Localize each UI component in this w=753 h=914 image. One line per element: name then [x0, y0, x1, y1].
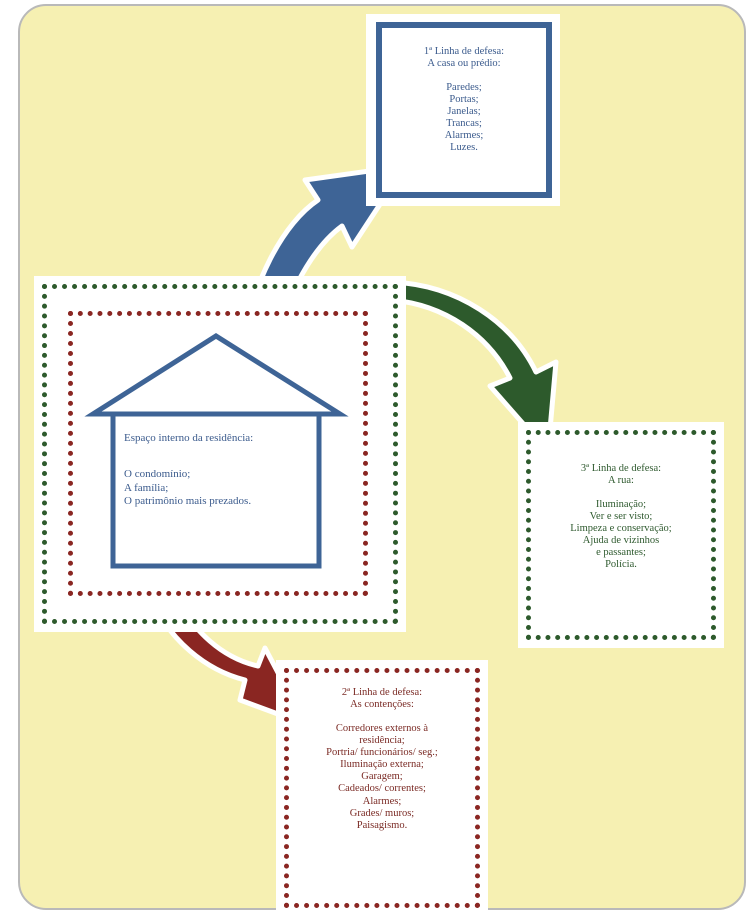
line1-item: Janelas; — [447, 106, 481, 118]
line1-item: Paredes; — [446, 82, 482, 94]
line2-item: residência; — [359, 735, 405, 747]
line3-subheading: A rua: — [608, 475, 634, 487]
line2-item: Alarmes; — [362, 795, 402, 807]
line3-item: Polícia. — [605, 559, 637, 571]
house-item: O condomínio; — [124, 467, 191, 480]
line2-heading: 2ª Linha de defesa: — [341, 687, 423, 698]
line3-item: Ver e ser visto; — [589, 511, 653, 523]
line1-box: 1ª Linha de defesa: A casa ou prédio: Pa… — [376, 22, 552, 198]
line1-item: Alarmes; — [444, 130, 484, 142]
line2-item: Corredores externos à — [335, 723, 429, 735]
line2-item: Portria/ funcionários/ seg.; — [326, 747, 438, 759]
line1-item: Luzes. — [450, 142, 478, 154]
house-item: O patrimônio mais prezados. — [124, 495, 252, 508]
line1-item: Portas; — [449, 94, 479, 106]
line2-item: Cadeados/ correntes; — [338, 783, 426, 795]
line3-box: 3ª Linha de defesa: A rua: Iluminação; V… — [526, 430, 716, 640]
line3-item: Limpeza e conservação; — [570, 523, 672, 535]
line1-item: Trancas; — [446, 118, 482, 130]
line2-box: 2ª Linha de defesa: As contenções: Corre… — [284, 668, 480, 908]
green-arrow — [389, 279, 559, 455]
house-text: Espaço interno da residência: O condomín… — [124, 432, 314, 509]
line2-item: Iluminação externa; — [340, 759, 424, 771]
line2-item: Paisagismo. — [356, 819, 408, 831]
inner-boundary-dotted — [68, 311, 368, 596]
line1-heading: 1ª Linha de defesa: — [423, 46, 505, 57]
outer-boundary-dotted — [42, 284, 398, 624]
line3-item: Ajuda de vizinhos — [582, 535, 660, 547]
line2-subheading: As contenções: — [350, 699, 414, 711]
line3-item: Iluminação; — [595, 499, 647, 511]
house-item: A família; — [124, 481, 169, 494]
line3-item: e passantes; — [596, 547, 646, 559]
house-title: Espaço interno da residência: — [124, 432, 254, 444]
line3-heading: 3ª Linha de defesa: — [580, 463, 662, 474]
line2-item: Garagem; — [361, 771, 403, 783]
line2-item: Grades/ muros; — [349, 807, 415, 819]
line1-subheading: A casa ou prédio: — [427, 58, 501, 70]
